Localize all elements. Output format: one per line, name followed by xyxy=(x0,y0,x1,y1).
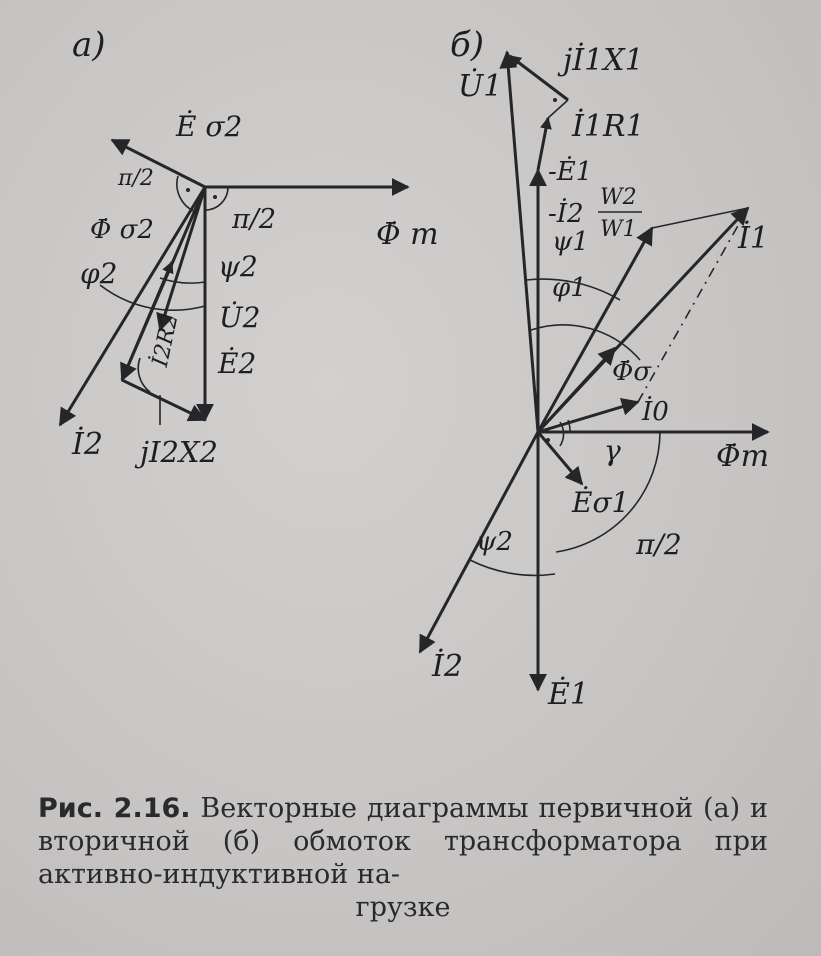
figure-caption: Рис. 2.16. Векторные диаграммы первичной… xyxy=(38,792,768,924)
current-i2-vector xyxy=(58,186,207,427)
label-psi1: ψ1 xyxy=(552,227,589,257)
caption-last-line: грузке xyxy=(355,892,451,923)
label-i0: İ0 xyxy=(641,396,669,427)
angle-psi1-arc xyxy=(525,278,621,301)
angle-pi2-arc xyxy=(555,431,661,553)
angle-phi2-arc xyxy=(99,284,206,311)
right-angle-arc-bottom xyxy=(137,357,151,393)
panel-a-tag: а) xyxy=(72,25,106,65)
ji2x2-drop-vector xyxy=(121,378,207,422)
angle-phi1-arc xyxy=(530,324,641,361)
right-angle-arc-origin xyxy=(559,421,565,447)
label-pi2-b: π/2 xyxy=(635,528,682,561)
label-gamma: γ xyxy=(604,434,621,467)
i2r2-drop-vector xyxy=(120,260,174,381)
panel-b-tag: б) xyxy=(450,25,484,65)
phi-sigma-vector xyxy=(536,346,617,434)
i0-parallel-line xyxy=(637,207,749,403)
label-pi2-left: π/2 xyxy=(117,166,154,191)
label-w2: W2 xyxy=(600,185,637,210)
right-angle-arc-right xyxy=(204,186,229,211)
i1r1-drop-vector xyxy=(536,116,552,171)
label-e-sigma1: Ėσ1 xyxy=(571,486,629,519)
label-i2-b: İ2 xyxy=(431,648,463,684)
right-angle-dot-right xyxy=(213,195,217,199)
angle-psi2-arc-b xyxy=(469,559,556,577)
right-angle-arc-left xyxy=(176,175,197,213)
label-minus-e1: -Ė1 xyxy=(548,156,592,187)
voltage-u1-vector xyxy=(499,50,540,433)
label-ji2x2: jI2X2 xyxy=(134,435,218,469)
label-e2: Ė2 xyxy=(217,347,256,380)
label-psi2-a: ψ2 xyxy=(218,250,258,283)
label-w1: W1 xyxy=(600,217,637,242)
e-sigma1-vector xyxy=(536,431,584,486)
connector-line xyxy=(651,207,749,229)
label-pi2-right: π/2 xyxy=(231,204,276,235)
label-minus-i2: -İ2 xyxy=(548,198,584,229)
label-phi-m-b: Φ̇m xyxy=(716,439,769,474)
right-angle-dot-top xyxy=(553,98,557,102)
current-i2-vector-b xyxy=(418,431,540,654)
label-phi-m-a: Φ̇ m xyxy=(376,217,439,252)
caption-text: Векторные диаграммы первичной (а) и втор… xyxy=(38,793,768,890)
e-sigma2-vector xyxy=(110,138,206,189)
label-i2r2: İ2R2 xyxy=(146,311,184,370)
label-u1: U̇1 xyxy=(458,69,502,104)
label-e1: Ė1 xyxy=(547,676,589,712)
label-phi-sigma2: Φ̇ σ2 xyxy=(90,215,154,245)
label-u2: U̇2 xyxy=(219,301,260,334)
label-e-sigma2: Ė σ2 xyxy=(175,110,242,143)
vector-diagrams: а) xyxy=(58,25,770,712)
current-i0-vector xyxy=(537,398,640,434)
angle-gamma-arc xyxy=(567,419,571,433)
label-psi2-b: ψ2 xyxy=(476,527,513,557)
label-phi1: φ1 xyxy=(552,273,587,303)
phi-sigma2-vector xyxy=(156,186,207,332)
panel-a: а) xyxy=(58,25,439,469)
caption-number: Рис. 2.16. xyxy=(38,793,191,824)
right-angle-dot-origin xyxy=(546,438,550,442)
label-phi2-angle: φ2 xyxy=(80,257,117,290)
panel-b: б) xyxy=(418,25,770,712)
label-phi-sigma: Φ̇σ xyxy=(612,357,652,387)
label-ji1x1: jİ1X1 xyxy=(557,42,644,78)
label-i2-a: İ2 xyxy=(71,426,103,462)
label-i1: İ1 xyxy=(737,220,769,256)
i1r1-segment xyxy=(547,99,569,119)
label-i1r1: İ1R1 xyxy=(571,108,645,144)
angle-psi2-arc xyxy=(159,277,206,284)
right-angle-dot-left xyxy=(186,188,190,192)
ji1x1-drop-vector xyxy=(509,54,569,102)
